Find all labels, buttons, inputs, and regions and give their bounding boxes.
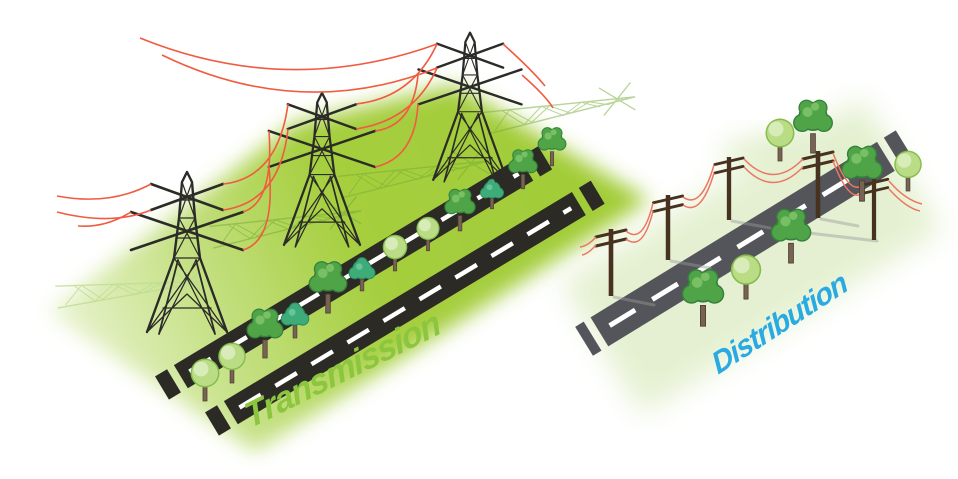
highway-far-carriageway [205,180,605,436]
distribution-power-lines [579,152,923,256]
ground-shadows [612,217,879,307]
distribution-scene [561,98,942,414]
transmission-scene [48,31,650,452]
lane-dashes [238,206,573,410]
transmission-power-lines [56,37,554,251]
lane-dashes [608,159,879,328]
